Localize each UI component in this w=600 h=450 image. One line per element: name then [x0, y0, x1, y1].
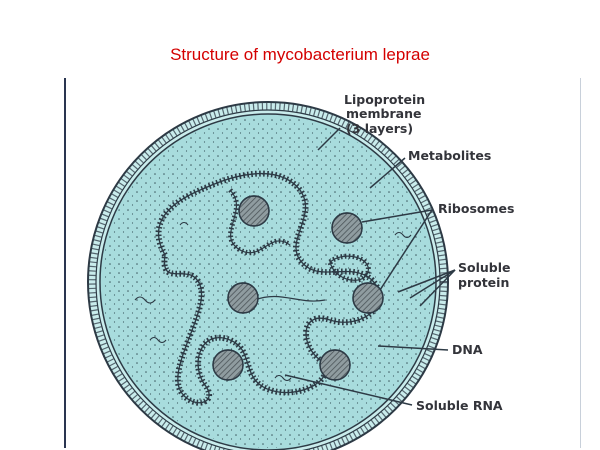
label-soluble-protein-line1: Soluble	[458, 260, 510, 275]
label-soluble-rna: Soluble RNA	[416, 398, 503, 413]
metabolites-leader	[369, 157, 406, 189]
label-soluble-protein-line2: protein	[458, 275, 509, 290]
rna-leader	[284, 374, 413, 406]
membrane-inner-line	[95, 109, 441, 450]
rna-fragments	[134, 221, 412, 382]
label-metabolites: Metabolites	[408, 148, 491, 163]
label-membrane-line2: membrane	[346, 106, 421, 121]
right-divider	[580, 78, 581, 448]
left-divider	[64, 78, 66, 448]
label-dna: DNA	[452, 342, 483, 357]
slide-title: Structure of mycobacterium leprae	[170, 45, 430, 64]
dna-strand	[155, 170, 383, 406]
ribosomes-leader	[361, 209, 433, 223]
ribosome-hatch	[319, 349, 351, 381]
ribosomes	[212, 195, 384, 381]
protein-leader	[419, 269, 456, 307]
protein-leader	[397, 269, 456, 293]
ribosome-hatch	[227, 282, 259, 314]
dna-leader	[377, 345, 449, 351]
ribosome-hatch	[238, 195, 270, 227]
ribosome-hatch	[212, 349, 244, 381]
label-ribosomes: Ribosomes	[438, 201, 514, 216]
leader-lines	[284, 127, 456, 406]
label-membrane-line1: Lipoprotein	[344, 92, 425, 107]
ribosomes-leader	[379, 209, 433, 291]
ribosome-hatch	[352, 282, 384, 314]
ribosome-hatch	[331, 212, 363, 244]
membrane-leader	[317, 127, 341, 151]
protein-leader	[409, 269, 456, 299]
label-membrane-line3: (3 layers)	[346, 121, 413, 136]
